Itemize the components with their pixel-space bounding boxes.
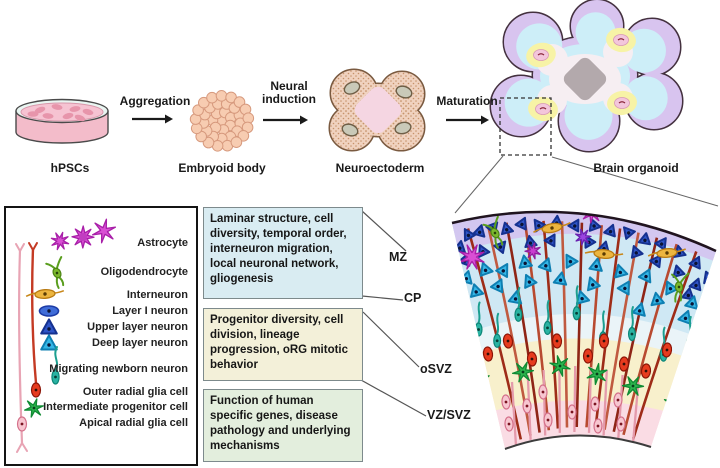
legend-label-deep-layer-neuron: Deep layer neuron (92, 337, 188, 349)
legend-label-migrating-newborn-neuron: Migrating newborn neuron (49, 363, 188, 375)
pipeline-arrow (446, 115, 489, 125)
legend-label-apical-radial-glia: Apical radial glia cell (79, 417, 188, 429)
arrow-label-neural-induction: Neural induction (262, 79, 316, 106)
zone-label-osvz: oSVZ (420, 362, 452, 376)
info-box-function: Function of human specific genes, diseas… (203, 389, 363, 462)
stage-label-hpscs: hPSCs (50, 161, 90, 175)
stage-label-embryoid-body: Embryoid body (178, 161, 266, 175)
petri-dish-illustration (15, 98, 109, 144)
legend-box (4, 206, 198, 466)
neuroectoderm-illustration (328, 68, 426, 152)
legend-label-layer-i-neuron: Layer I neuron (112, 305, 188, 317)
pipeline-arrow (263, 115, 308, 125)
info-box-progenitor: Progenitor diversity, cell division, lin… (203, 308, 363, 381)
arrow-label-aggregation: Aggregation (119, 94, 191, 108)
legend-label-astrocyte: Astrocyte (137, 237, 188, 249)
stage-label-neuroectoderm: Neuroectoderm (335, 161, 425, 175)
info-box-laminar: Laminar structure, cell diversity, tempo… (203, 207, 363, 299)
legend-label-interneuron: Interneuron (126, 289, 188, 301)
embryoid-body-illustration (189, 90, 255, 152)
legend-label-intermediate-progenitor: Intermediate progenitor cell (43, 401, 188, 413)
stage-label-brain-organoid: Brain organoid (593, 161, 679, 175)
organoid-section-fan (452, 211, 716, 449)
legend-label-outer-radial-glia: Outer radial glia cell (82, 386, 188, 398)
legend-label-upper-layer-neuron: Upper layer neuron (87, 321, 188, 333)
brain-organoid-illustration (489, 0, 684, 153)
arrow-label-maturation: Maturation (436, 94, 498, 108)
legend-icons (15, 218, 117, 453)
zone-label-cp: CP (404, 291, 422, 305)
zone-label-vzsvz: VZ/SVZ (427, 408, 471, 422)
zoom-region-dashed-box (499, 97, 552, 156)
legend-label-oligodendrocyte: Oligodendrocyte (100, 266, 188, 278)
zone-label-mz: MZ (389, 250, 408, 264)
pipeline-arrow (132, 114, 173, 124)
